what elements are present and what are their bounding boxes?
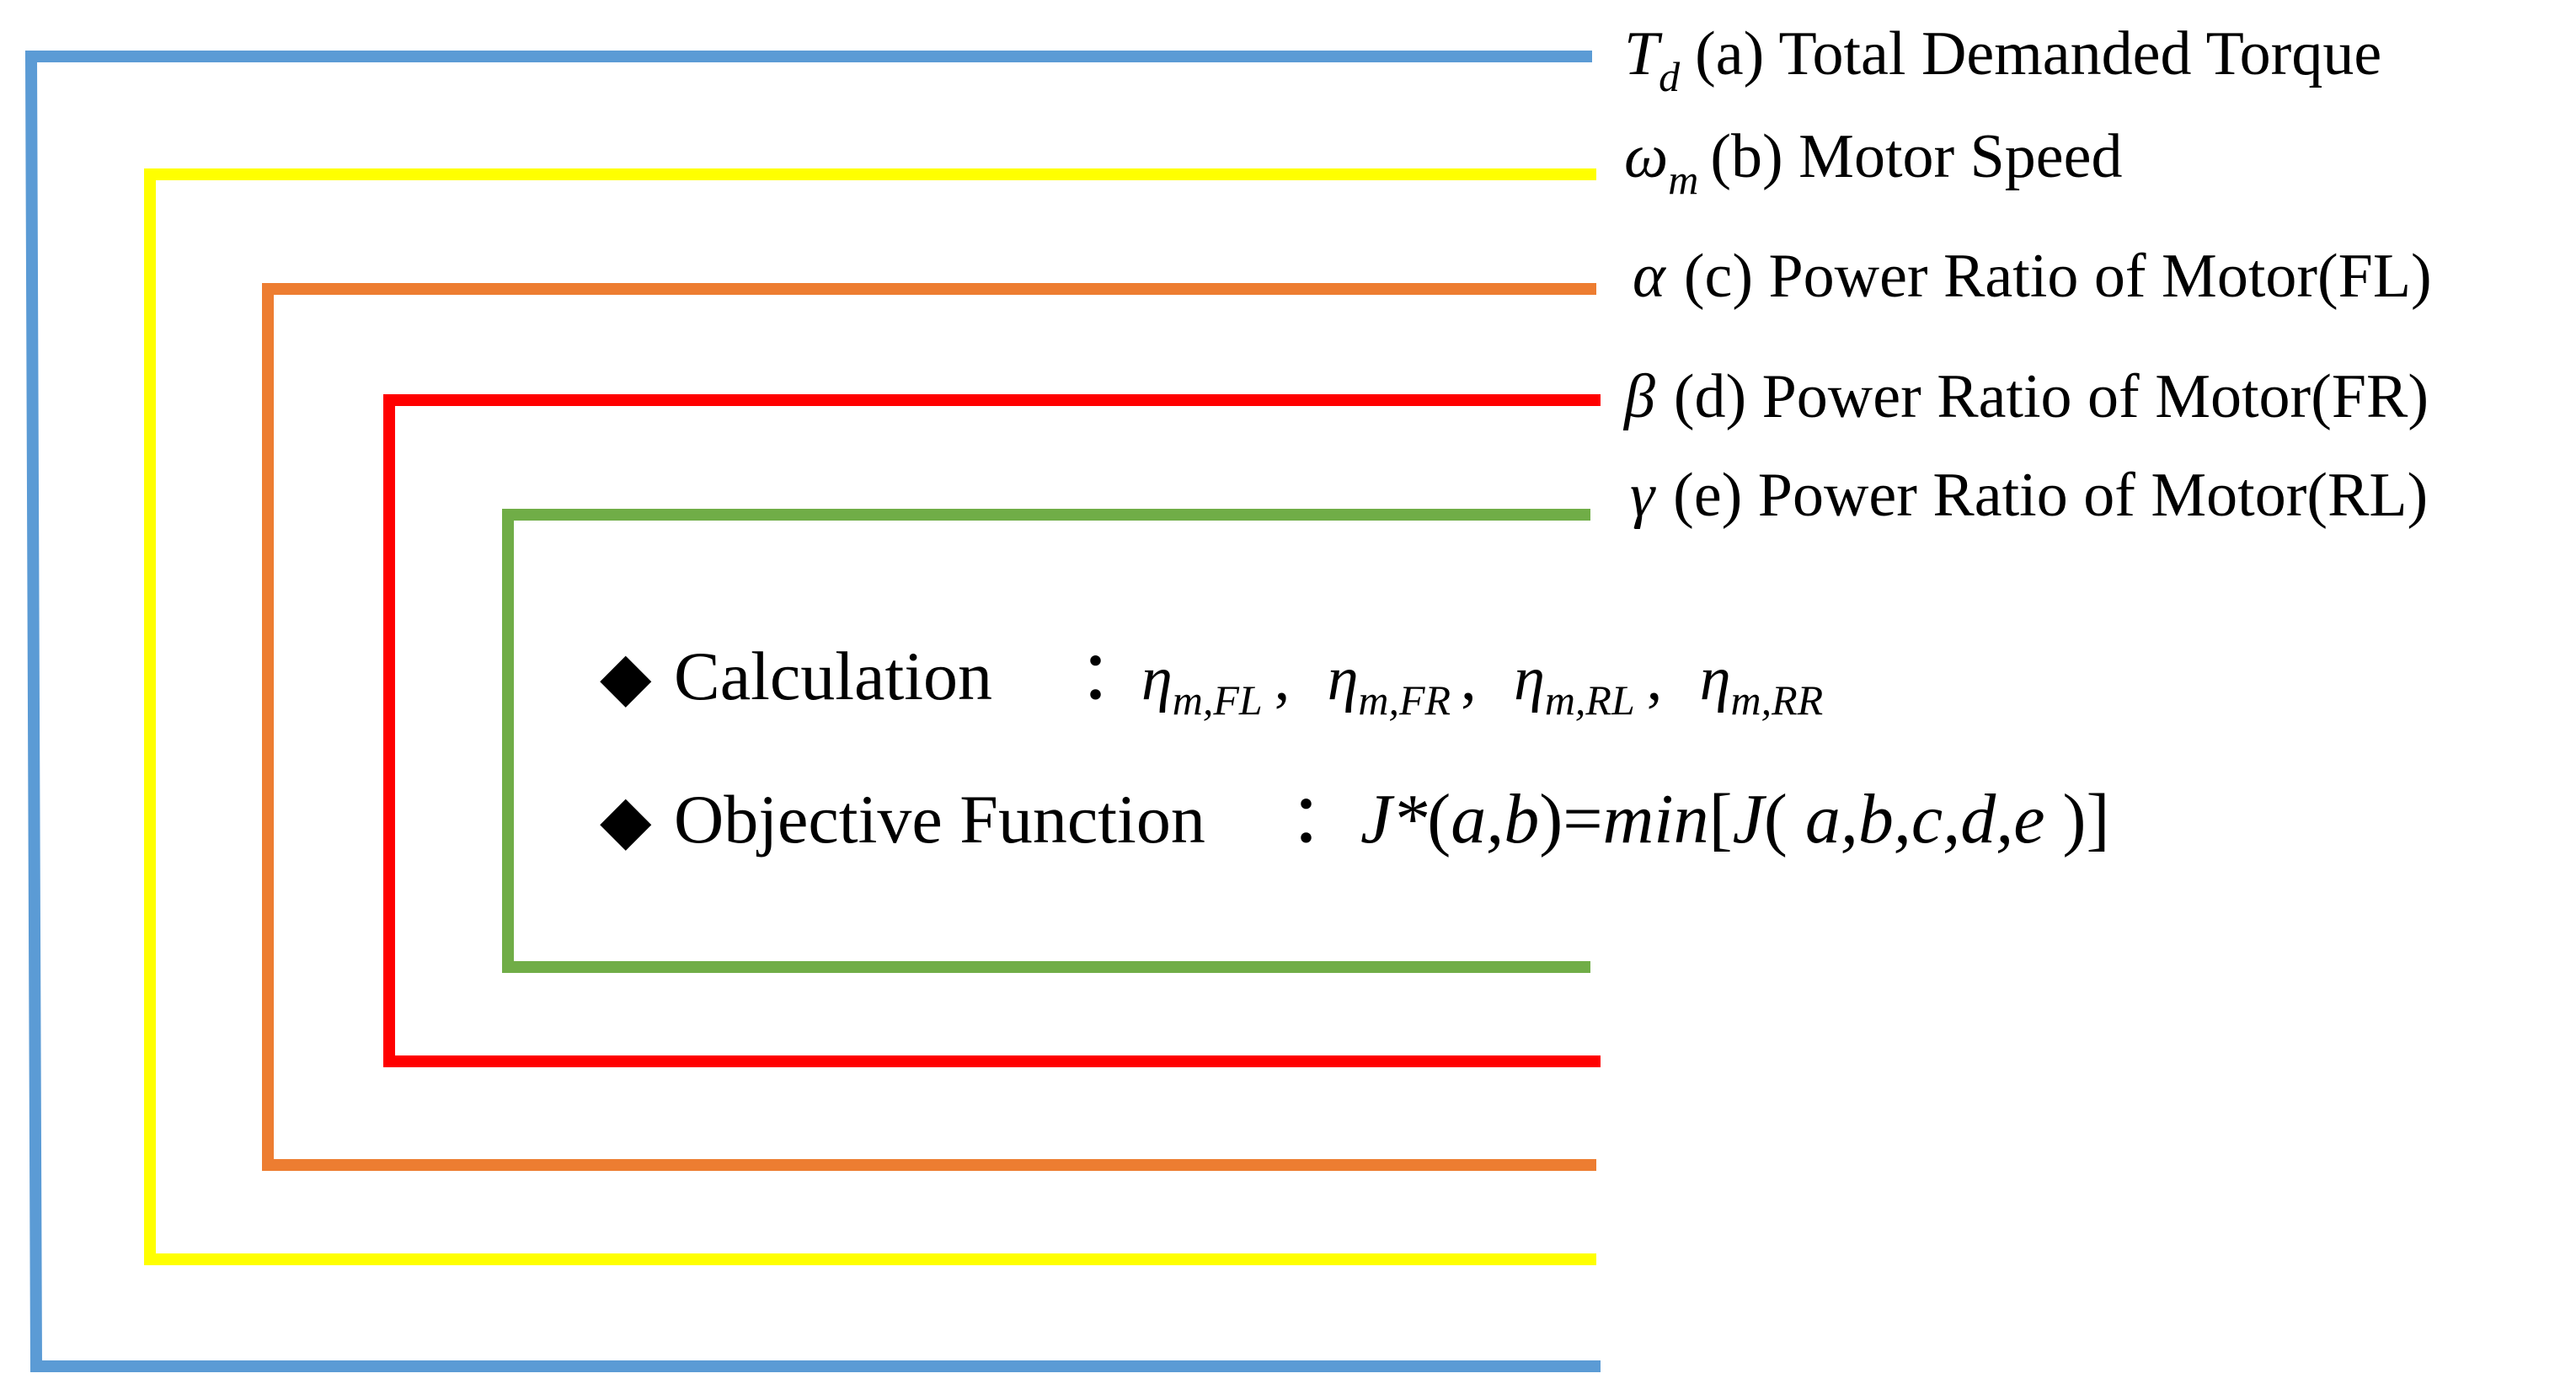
label-c: α(c) Power Ratio of Motor(FL) bbox=[1633, 242, 2432, 311]
calculation-label: Calculation bbox=[674, 638, 992, 714]
bullet-objective: ◆ Objective Function ： J*(a,b)=min[J( a,… bbox=[600, 780, 2109, 858]
bracket-d bbox=[383, 394, 1601, 1067]
calculation-terms: ηm,FL, ηm,FR, ηm,RL, ηm,RR bbox=[1141, 644, 1823, 724]
bracket-e bbox=[502, 509, 1590, 973]
bullet-marker: ◆ bbox=[600, 640, 652, 714]
bracket-a bbox=[24, 51, 1601, 1372]
label-d: β(d) Power Ratio of Motor(FR) bbox=[1622, 362, 2429, 431]
bracket-c bbox=[262, 283, 1596, 1171]
objective-label: Objective Function bbox=[674, 781, 1205, 858]
calculation-separator: ： bbox=[1078, 638, 1147, 714]
label-e: γ(e) Power Ratio of Motor(RL) bbox=[1630, 461, 2428, 530]
label-b: ωm(b) Motor Speed bbox=[1624, 122, 2123, 203]
bullet-calculation: ◆ Calculation ： ηm,FL, ηm,FR, ηm,RL, ηm,… bbox=[600, 638, 1823, 724]
objective-separator: ： bbox=[1289, 781, 1358, 858]
level-labels: Td(a) Total Demanded Torque ωm(b) Motor … bbox=[1622, 19, 2432, 530]
brackets bbox=[24, 51, 1601, 1372]
objective-formula: J*(a,b)=min[J( a,b,c,d,e )] bbox=[1360, 780, 2109, 858]
bracket-b bbox=[144, 168, 1596, 1265]
bullet-marker: ◆ bbox=[600, 783, 652, 858]
label-a: Td(a) Total Demanded Torque bbox=[1624, 19, 2381, 100]
